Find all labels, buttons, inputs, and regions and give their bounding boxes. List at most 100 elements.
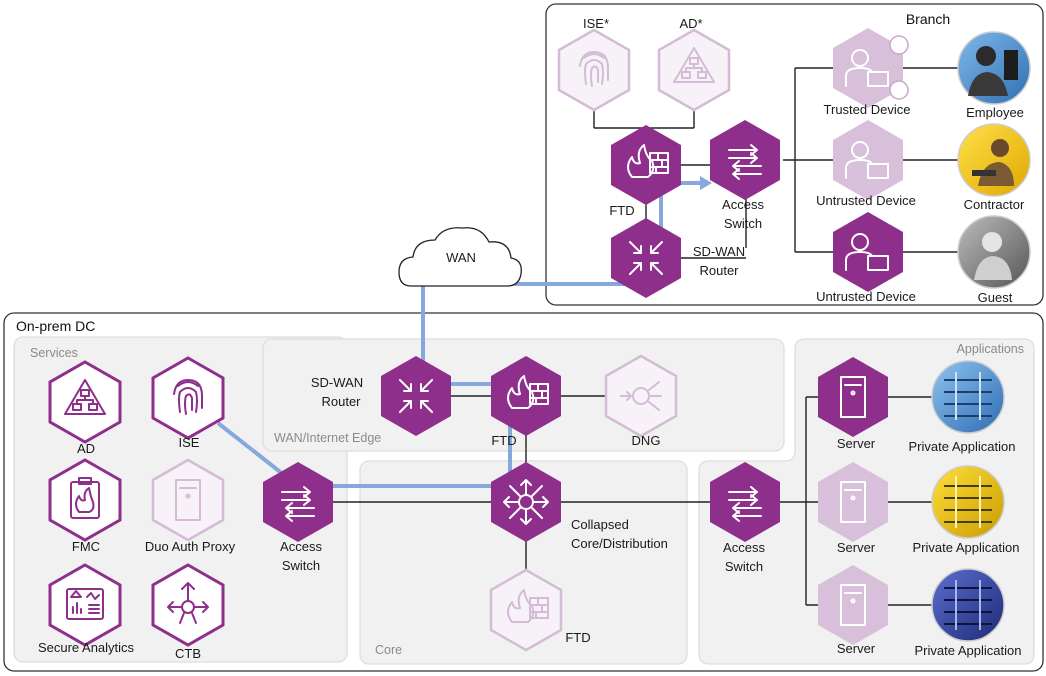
badge-lock-icon — [889, 35, 909, 55]
hierarchy-icon — [673, 47, 715, 83]
core-title: Core — [375, 643, 402, 657]
dc-core-ftd-label: FTD — [565, 630, 590, 645]
dc-ctb-node — [151, 563, 225, 647]
firewall-icon — [507, 375, 549, 409]
core-zone — [359, 460, 688, 665]
server-icon — [840, 376, 866, 418]
dc-edge-ftd-node — [491, 356, 561, 436]
ctb-arrows-icon — [167, 582, 209, 624]
dc-access-switch-right-label-2: Switch — [725, 559, 763, 574]
server-icon — [840, 481, 866, 523]
dc-dng-label: DNG — [632, 433, 661, 448]
badge-key-icon — [889, 80, 909, 100]
dc-secure-analytics-node — [48, 563, 122, 647]
dc-ise-label: ISE — [179, 435, 200, 450]
dc-core-node — [491, 462, 561, 542]
branch-ftd-label: FTD — [609, 203, 634, 218]
untrusted-device-1-node — [833, 120, 903, 200]
switch-arrows-icon — [281, 486, 315, 522]
dc-access-switch-left-label-2: Switch — [282, 558, 320, 573]
trusted-device-label: Trusted Device — [824, 102, 911, 117]
dc-access-switch-left-label-1: Access — [280, 539, 322, 554]
server-2-node — [818, 462, 888, 542]
dc-secure-analytics-label: Secure Analytics — [38, 640, 135, 655]
hierarchy-icon — [64, 379, 106, 415]
dc-sdwan-label-1: SD-WAN — [311, 375, 363, 390]
dc-duo-label: Duo Auth Proxy — [145, 539, 236, 554]
dc-edge-ftd-label: FTD — [491, 433, 516, 448]
firewall-icon — [627, 144, 669, 178]
switch-arrows-icon — [728, 144, 762, 180]
dc-fmc-node — [48, 458, 122, 542]
switch-arrows-icon — [728, 486, 762, 522]
server-2-label: Server — [837, 540, 876, 555]
private-app-2-photo — [931, 465, 1005, 539]
branch-ftd-node — [611, 125, 681, 205]
branch-access-switch-label-2: Switch — [724, 216, 762, 231]
branch-ise-label: ISE* — [583, 16, 609, 31]
dc-sdwan-label-2: Router — [321, 394, 361, 409]
server-icon — [175, 479, 201, 521]
server-1-label: Server — [837, 436, 876, 451]
dashboard-icon — [66, 588, 104, 620]
untrusted-device-2-node — [833, 212, 903, 292]
fingerprint-icon — [579, 51, 609, 87]
employee-label: Employee — [966, 105, 1024, 120]
private-app-1-photo — [931, 360, 1005, 434]
employee-photo — [957, 31, 1031, 105]
wan-label: WAN — [446, 250, 476, 265]
dc-sdwan-router-node — [381, 356, 451, 436]
untrusted-device-2-label: Untrusted Device — [816, 289, 916, 304]
branch-ad-label: AD* — [679, 16, 702, 31]
wan-cloud-icon — [398, 227, 522, 287]
server-icon — [840, 584, 866, 626]
dc-ad-node — [48, 360, 122, 444]
dc-core-ftd-node — [489, 568, 563, 652]
branch-ad-node — [657, 28, 731, 112]
user-laptop-icon — [845, 233, 889, 271]
broadcast-icon — [620, 381, 662, 411]
branch-sdwan-router-node — [611, 218, 681, 298]
flow-arrowhead — [700, 176, 712, 190]
firewall-icon — [507, 589, 549, 623]
dc-ise-node — [151, 356, 225, 440]
dc-access-switch-right-label-1: Access — [723, 540, 765, 555]
edge-title: WAN/Internet Edge — [274, 431, 381, 445]
contractor-photo — [957, 123, 1031, 197]
branch-title: Branch — [906, 11, 950, 27]
untrusted-device-1-label: Untrusted Device — [816, 193, 916, 208]
server-1-node — [818, 357, 888, 437]
dc-access-switch-left-node — [263, 462, 333, 542]
branch-access-switch-node — [710, 120, 780, 200]
dc-access-switch-right-node — [710, 462, 780, 542]
trusted-device-node — [833, 28, 909, 108]
dc-ad-label: AD — [77, 441, 95, 456]
dc-fmc-label: FMC — [72, 539, 100, 554]
user-laptop-icon — [845, 49, 889, 87]
branch-ise-node — [557, 28, 631, 112]
dc-core-label-1: Collapsed — [571, 517, 629, 532]
router-icon — [629, 241, 663, 275]
router-icon — [399, 379, 433, 413]
server-3-node — [818, 565, 888, 645]
core-star-icon — [503, 479, 549, 525]
guest-photo — [957, 215, 1031, 289]
user-laptop-icon — [845, 141, 889, 179]
services-title: Services — [30, 346, 78, 360]
private-app-3-label: Private Application — [915, 643, 1022, 658]
branch-access-switch-label-1: Access — [722, 197, 764, 212]
clipboard-fire-icon — [70, 477, 100, 519]
fingerprint-icon — [173, 379, 203, 415]
dc-core-label-2: Core/Distribution — [571, 536, 668, 551]
dc-duo-node — [151, 458, 225, 542]
branch-sdwan-label-1: SD-WAN — [693, 244, 745, 259]
dc-dng-node — [604, 354, 678, 438]
contractor-label: Contractor — [964, 197, 1025, 212]
dc-title: On-prem DC — [16, 318, 95, 334]
private-app-2-label: Private Application — [913, 540, 1020, 555]
server-3-label: Server — [837, 641, 876, 656]
guest-label: Guest — [978, 290, 1013, 305]
applications-title: Applications — [957, 342, 1024, 356]
private-app-1-label: Private Application — [909, 439, 1016, 454]
